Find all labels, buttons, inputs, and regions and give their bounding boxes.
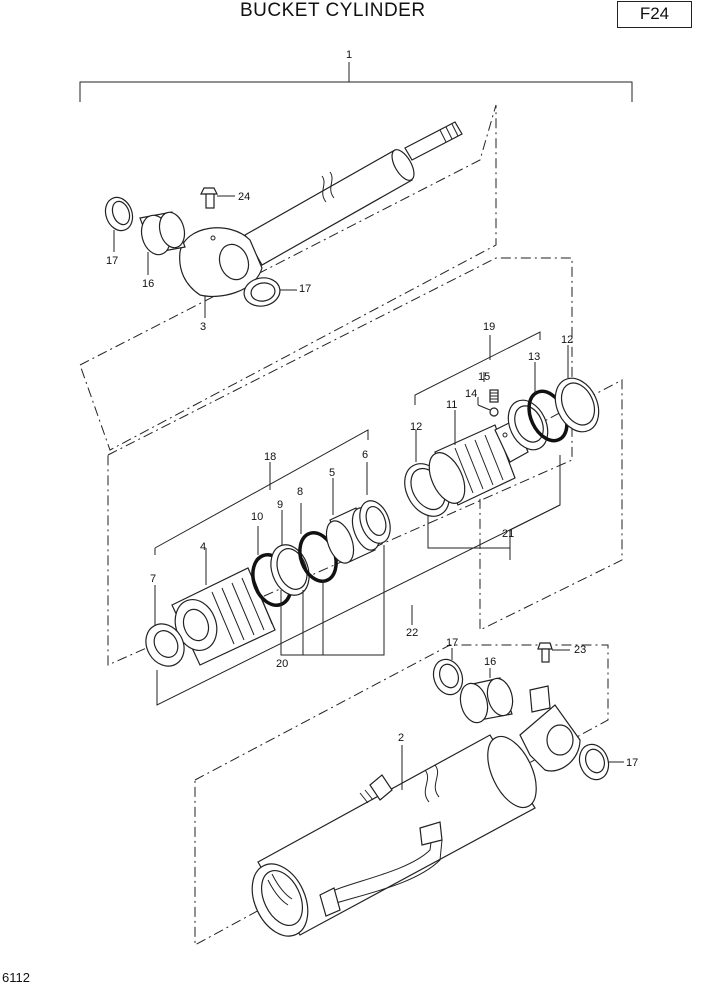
dust-seal-17-lower-right: 17 xyxy=(578,743,638,781)
callout-3: 3 xyxy=(200,296,206,333)
svg-text:3: 3 xyxy=(200,321,206,333)
svg-text:24: 24 xyxy=(238,191,250,203)
svg-text:14: 14 xyxy=(465,388,477,400)
svg-text:8: 8 xyxy=(297,486,303,498)
piston-4: 4 xyxy=(171,541,276,666)
dust-seal-17-right: 17 xyxy=(243,277,311,307)
svg-text:17: 17 xyxy=(626,757,638,769)
ring-13: 13 xyxy=(507,351,569,451)
callout-1: 1 xyxy=(346,49,352,61)
svg-text:11: 11 xyxy=(446,399,457,411)
svg-text:16: 16 xyxy=(484,656,496,668)
svg-text:19: 19 xyxy=(483,321,495,333)
svg-text:18: 18 xyxy=(264,451,276,463)
svg-text:12: 12 xyxy=(561,334,573,346)
setscrew-15: 15 xyxy=(478,371,499,403)
diagram-code-box: F24 xyxy=(617,1,692,28)
ring-9: 9 xyxy=(270,499,310,596)
svg-text:17: 17 xyxy=(299,283,311,295)
svg-text:21: 21 xyxy=(502,528,514,540)
svg-text:15: 15 xyxy=(478,371,490,383)
dust-seal-17-left: 17 xyxy=(104,196,134,267)
ring-12-right: 12 xyxy=(554,334,600,433)
dust-seal-17-lower-left: 17 xyxy=(432,637,464,696)
svg-text:2: 2 xyxy=(398,732,404,744)
svg-text:7: 7 xyxy=(150,573,156,585)
piston-rod-assembly xyxy=(79,104,497,451)
svg-text:22: 22 xyxy=(406,627,418,639)
svg-text:4: 4 xyxy=(200,541,206,553)
ball-14: 14 xyxy=(465,388,499,417)
svg-text:10: 10 xyxy=(251,511,263,523)
ring-7: 7 xyxy=(145,573,185,667)
bracket-21: 21 xyxy=(427,455,561,560)
bracket-1 xyxy=(79,62,633,102)
grease-nipple-24: 24 xyxy=(200,187,250,209)
svg-text:9: 9 xyxy=(277,499,283,511)
bracket-20: 20 xyxy=(276,545,385,670)
svg-text:5: 5 xyxy=(329,467,335,479)
gland-11: 11 xyxy=(428,399,529,506)
bushing-16-upper: 16 xyxy=(139,211,186,290)
footer-code: 6112 xyxy=(2,970,30,985)
svg-text:16: 16 xyxy=(142,278,154,290)
bracket-18: 18 xyxy=(154,429,369,555)
page-title: BUCKET CYLINDER xyxy=(240,0,426,21)
grease-nipple-23: 23 xyxy=(537,642,586,663)
svg-text:20: 20 xyxy=(276,658,288,670)
svg-text:6: 6 xyxy=(362,449,368,461)
ring-6: 6 xyxy=(359,449,391,544)
cylinder-tube-assembly: 2 xyxy=(194,644,609,946)
svg-text:17: 17 xyxy=(446,637,458,649)
bushing-16-lower: 16 xyxy=(459,656,514,724)
svg-text:12: 12 xyxy=(410,421,422,433)
svg-text:23: 23 xyxy=(574,644,586,656)
svg-text:13: 13 xyxy=(528,351,540,363)
svg-text:17: 17 xyxy=(106,255,118,267)
bracket-19: 19 xyxy=(414,321,541,405)
